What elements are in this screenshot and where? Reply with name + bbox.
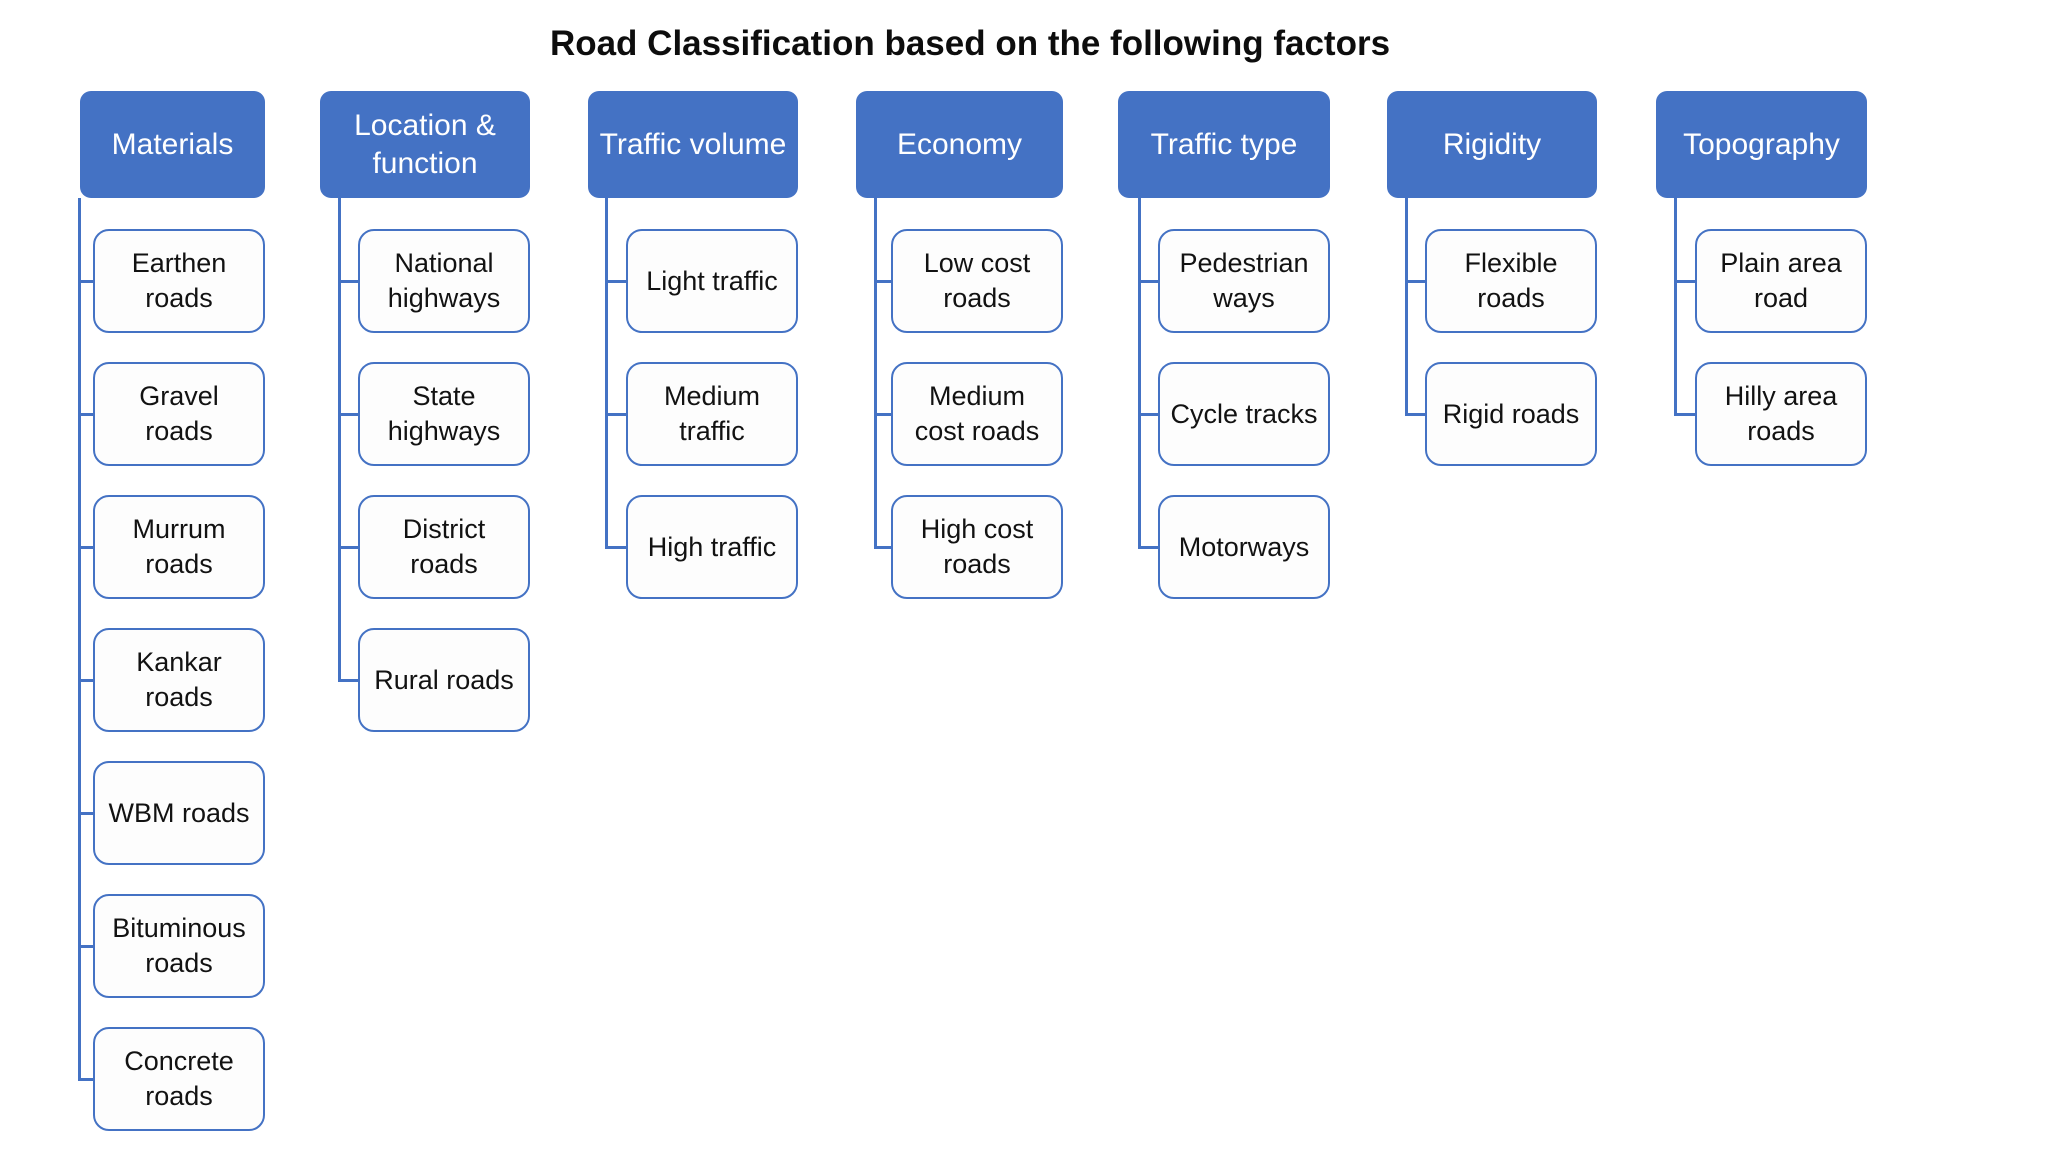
connector-stub-gravel-roads [78, 412, 95, 416]
connector-stub-bituminous-roads [78, 944, 95, 948]
connector-stub-earthen-roads [78, 279, 95, 283]
child-node-label: Bituminous roads [112, 913, 246, 978]
child-node-label: High traffic [647, 531, 777, 562]
connector-stub-rigid-roads [1405, 412, 1427, 416]
child-node-state-highways: State highways [358, 362, 530, 466]
child-node-label: Medium traffic [663, 381, 761, 446]
child-node-label: Motorways [1178, 531, 1310, 562]
child-node-label: Flexible roads [1464, 248, 1558, 313]
child-node-motorways: Motorways [1158, 495, 1330, 599]
child-node-label: High cost roads [920, 514, 1034, 579]
child-node-label: Rigid roads [1442, 398, 1580, 429]
child-node-national-highways: National highways [358, 229, 530, 333]
column-header-economy: Economy [856, 91, 1063, 198]
column-header-traffic-type: Traffic type [1118, 91, 1330, 198]
child-node-pedestrian-ways: Pedestrian ways [1158, 229, 1330, 333]
column-header-label: Location & function [354, 109, 496, 180]
child-node-rural-roads: Rural roads [358, 628, 530, 732]
child-node-label: Hilly area roads [1724, 381, 1838, 446]
child-node-bituminous-roads: Bituminous roads [93, 894, 265, 998]
connector-stub-state-highways [338, 412, 360, 416]
child-node-hilly-area-roads: Hilly area roads [1695, 362, 1867, 466]
child-node-label: Kankar roads [136, 647, 222, 712]
child-node-label: Concrete roads [124, 1046, 234, 1111]
child-node-flexible-roads: Flexible roads [1425, 229, 1597, 333]
child-node-medium-traffic: Medium traffic [626, 362, 798, 466]
child-node-medium-cost-roads: Medium cost roads [891, 362, 1063, 466]
column-header-label: Topography [1683, 127, 1840, 161]
child-node-label: Rural roads [374, 664, 514, 695]
column-header-label: Rigidity [1442, 127, 1542, 161]
column-header-topography: Topography [1656, 91, 1867, 198]
child-node-label: Low cost roads [923, 248, 1031, 313]
connector-stub-hilly-area-roads [1674, 412, 1697, 416]
connector-vertical-line-materials [78, 198, 81, 1081]
child-node-label: Plain area road [1720, 248, 1842, 313]
child-node-high-traffic: High traffic [626, 495, 798, 599]
child-node-label: State highways [387, 381, 501, 446]
child-node-label: Earthen roads [131, 248, 227, 313]
child-node-rigid-roads: Rigid roads [1425, 362, 1597, 466]
child-node-wbm-roads: WBM roads [93, 761, 265, 865]
connector-stub-cycle-tracks [1138, 412, 1160, 416]
column-header-location-function: Location & function [320, 91, 530, 198]
child-node-label: Pedestrian ways [1179, 248, 1309, 313]
connector-stub-murrum-roads [78, 545, 95, 549]
child-node-label: Medium cost roads [914, 381, 1040, 446]
child-node-gravel-roads: Gravel roads [93, 362, 265, 466]
connector-vertical-line-location-function [338, 198, 341, 682]
child-node-district-roads: District roads [358, 495, 530, 599]
child-node-kankar-roads: Kankar roads [93, 628, 265, 732]
column-header-label: Traffic volume [599, 127, 787, 161]
connector-stub-high-traffic [605, 545, 628, 549]
child-node-high-cost-roads: High cost roads [891, 495, 1063, 599]
connector-stub-wbm-roads [78, 811, 95, 815]
child-node-label: Cycle tracks [1170, 398, 1318, 429]
column-header-materials: Materials [80, 91, 265, 198]
column-header-rigidity: Rigidity [1387, 91, 1597, 198]
child-node-label: National highways [387, 248, 501, 313]
connector-vertical-line-rigidity [1405, 198, 1408, 416]
column-header-label: Economy [896, 127, 1023, 161]
child-node-label: Murrum roads [132, 514, 226, 579]
child-node-plain-area-road: Plain area road [1695, 229, 1867, 333]
child-node-concrete-roads: Concrete roads [93, 1027, 265, 1131]
page-title: Road Classification based on the followi… [549, 24, 1391, 63]
connector-stub-kankar-roads [78, 678, 95, 682]
child-node-murrum-roads: Murrum roads [93, 495, 265, 599]
connector-stub-rural-roads [338, 678, 360, 682]
connector-stub-plain-area-road [1674, 279, 1697, 283]
column-header-label: Materials [111, 127, 234, 161]
connector-stub-low-cost-roads [874, 279, 893, 283]
child-node-label: WBM roads [108, 797, 250, 828]
connector-vertical-line-traffic-volume [605, 198, 608, 549]
column-header-traffic-volume: Traffic volume [588, 91, 798, 198]
child-node-label: Gravel roads [139, 381, 219, 446]
child-node-label: District roads [402, 514, 486, 579]
child-node-label: Light traffic [646, 265, 778, 296]
connector-stub-medium-cost-roads [874, 412, 893, 416]
connector-stub-concrete-roads [78, 1077, 95, 1081]
connector-vertical-line-economy [874, 198, 877, 549]
connector-stub-district-roads [338, 545, 360, 549]
child-node-earthen-roads: Earthen roads [93, 229, 265, 333]
connector-stub-motorways [1138, 545, 1160, 549]
connector-stub-light-traffic [605, 279, 628, 283]
child-node-cycle-tracks: Cycle tracks [1158, 362, 1330, 466]
connector-vertical-line-traffic-type [1138, 198, 1141, 549]
connector-stub-high-cost-roads [874, 545, 893, 549]
connector-stub-flexible-roads [1405, 279, 1427, 283]
child-node-low-cost-roads: Low cost roads [891, 229, 1063, 333]
connector-stub-pedestrian-ways [1138, 279, 1160, 283]
connector-stub-national-highways [338, 279, 360, 283]
connector-vertical-line-topography [1674, 198, 1677, 416]
connector-stub-medium-traffic [605, 412, 628, 416]
child-node-light-traffic: Light traffic [626, 229, 798, 333]
column-header-label: Traffic type [1150, 127, 1298, 161]
